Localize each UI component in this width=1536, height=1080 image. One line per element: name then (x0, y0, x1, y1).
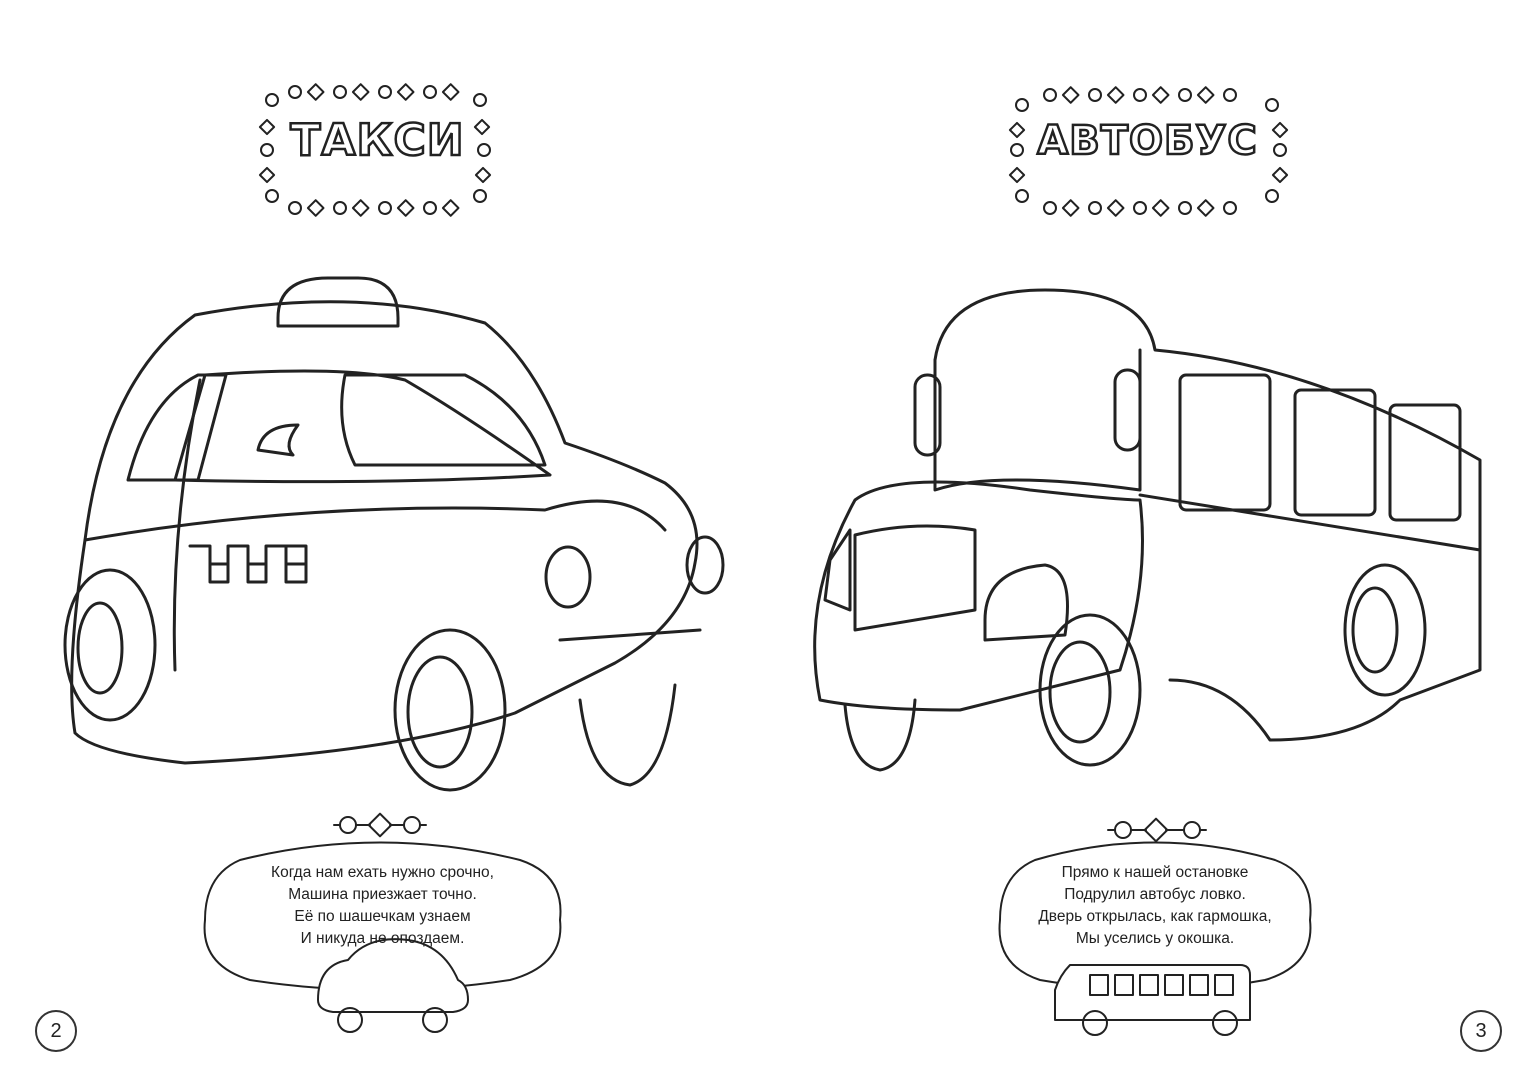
taxi-title-frame (258, 83, 492, 217)
page-number-right: 3 (1460, 1010, 1502, 1052)
page-number-left: 2 (35, 1010, 77, 1052)
taxi-poem: Когда нам ехать нужно срочно, Машина при… (215, 862, 550, 950)
poem-line: Дверь открылась, как гармошка, (1038, 908, 1272, 925)
poem-line: Её по шашечкам узнаем (294, 908, 471, 925)
poem-line: Машина приезжает точно. (288, 886, 477, 903)
taxi-poem-bubble (203, 812, 562, 1033)
taxi-drawing (63, 276, 725, 792)
taxi-title: ТАКСИ (289, 114, 465, 168)
poem-line: И никуда не опоздаем. (300, 930, 465, 947)
bus-title-frame (1008, 86, 1289, 217)
poem-line: Когда нам ехать нужно срочно, (271, 864, 494, 881)
poem-line: Подрулил автобус ловко. (1064, 886, 1246, 903)
bus-poem-bubble (998, 817, 1312, 1036)
poem-line: Мы уселись у окошка. (1075, 930, 1235, 947)
bus-poem: Прямо к нашей остановке Подрулил автобус… (1005, 862, 1305, 950)
bus-title: АВТОБУС (1036, 117, 1258, 166)
poem-line: Прямо к нашей остановке (1061, 864, 1249, 881)
bus-drawing (813, 288, 1482, 772)
